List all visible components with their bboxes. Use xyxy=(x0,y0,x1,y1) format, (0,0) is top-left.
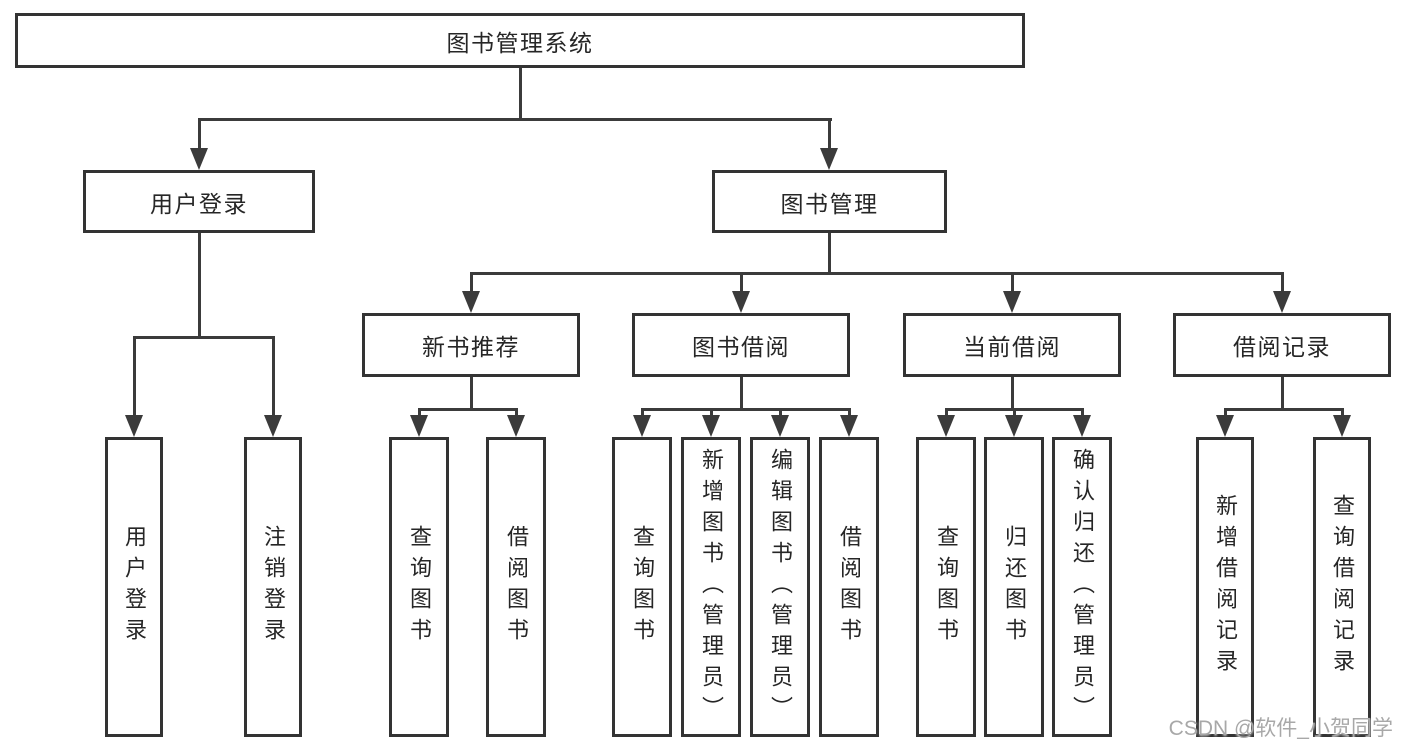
connector-line xyxy=(1223,408,1227,417)
node-user-login: 用户登录 xyxy=(105,437,163,737)
node-label: 借阅图书 xyxy=(504,525,529,649)
connector-line xyxy=(518,68,522,120)
node-bb-edit-book: 编辑图书（管理员） xyxy=(750,437,810,737)
node-label: 新增图书（管理员） xyxy=(699,447,724,727)
node-label: 用户登录 xyxy=(150,190,248,217)
connector-line xyxy=(1010,272,1014,293)
node-label: 图书借阅 xyxy=(692,334,790,360)
connector-line xyxy=(469,377,473,410)
node-label: 查询借阅记录 xyxy=(1330,494,1355,680)
connector-line xyxy=(417,408,421,417)
arrow-down-icon xyxy=(1005,415,1023,437)
watermark: CSDN @软件_小贺同学 xyxy=(1168,717,1393,740)
connector-line xyxy=(132,336,136,417)
connector-line xyxy=(132,336,275,339)
node-label: 查询图书 xyxy=(934,525,959,649)
arrow-down-icon xyxy=(410,415,428,437)
node-label: 当前借阅 xyxy=(963,334,1061,360)
arrow-down-icon xyxy=(462,291,480,313)
connector-line xyxy=(827,118,831,150)
connector-line xyxy=(1280,377,1284,410)
connector-line xyxy=(847,408,851,417)
node-br-add-record: 新增借阅记录 xyxy=(1196,437,1254,737)
connector-line xyxy=(197,118,201,150)
node-book-borrow: 图书借阅 xyxy=(632,313,850,377)
node-borrow-records: 借阅记录 xyxy=(1173,313,1391,377)
connector-line xyxy=(739,377,743,410)
arrow-down-icon xyxy=(1003,291,1021,313)
arrow-down-icon xyxy=(264,415,282,437)
connector-line xyxy=(1010,377,1014,410)
node-book-management: 图书管理 xyxy=(712,170,947,233)
node-user-login-branch: 用户登录 xyxy=(83,170,315,233)
node-logout: 注销登录 xyxy=(244,437,302,737)
node-cb-query-book: 查询图书 xyxy=(916,437,976,737)
arrow-down-icon xyxy=(702,415,720,437)
node-label: 新书推荐 xyxy=(422,334,520,360)
connector-line xyxy=(739,272,743,293)
node-label: 图书管理 xyxy=(780,190,879,217)
connector-line xyxy=(827,233,831,274)
node-label: 借阅图书 xyxy=(837,525,862,649)
arrow-down-icon xyxy=(937,415,955,437)
connector-line xyxy=(1080,408,1084,417)
arrow-down-icon xyxy=(1216,415,1234,437)
arrow-down-icon xyxy=(507,415,525,437)
arrow-down-icon xyxy=(1073,415,1091,437)
node-label: 归还图书 xyxy=(1002,525,1027,649)
node-label: 编辑图书（管理员） xyxy=(768,447,793,727)
arrow-down-icon xyxy=(820,148,838,170)
connector-line xyxy=(1012,408,1016,417)
arrow-down-icon xyxy=(771,415,789,437)
connector-line xyxy=(640,408,851,411)
node-label: 查询图书 xyxy=(630,525,655,649)
connector-line xyxy=(514,408,518,417)
node-bb-query-book: 查询图书 xyxy=(612,437,672,737)
connector-line xyxy=(197,233,201,338)
node-current-borrow: 当前借阅 xyxy=(903,313,1121,377)
connector-line xyxy=(1340,408,1344,417)
arrow-down-icon xyxy=(190,148,208,170)
connector-line xyxy=(1280,272,1284,293)
node-new-book-recommend: 新书推荐 xyxy=(362,313,580,377)
connector-line xyxy=(417,408,518,411)
connector-line xyxy=(469,272,1284,275)
arrow-down-icon xyxy=(125,415,143,437)
node-br-query-record: 查询借阅记录 xyxy=(1313,437,1371,737)
arrow-down-icon xyxy=(840,415,858,437)
connector-line xyxy=(944,408,948,417)
connector-line xyxy=(640,408,644,417)
arrow-down-icon xyxy=(1273,291,1291,313)
arrow-down-icon xyxy=(633,415,651,437)
node-label: 查询图书 xyxy=(407,525,432,649)
arrow-down-icon xyxy=(732,291,750,313)
node-label: 借阅记录 xyxy=(1233,334,1331,360)
node-label: 用户登录 xyxy=(122,525,147,649)
connector-line xyxy=(469,272,473,293)
connector-line xyxy=(709,408,713,417)
node-bb-add-book: 新增图书（管理员） xyxy=(681,437,741,737)
connector-line xyxy=(197,118,832,121)
node-cb-return-book: 归还图书 xyxy=(984,437,1044,737)
node-label: 注销登录 xyxy=(261,525,286,649)
node-cb-confirm-return: 确认归还（管理员） xyxy=(1052,437,1112,737)
arrow-down-icon xyxy=(1333,415,1351,437)
node-label: 图书管理系统 xyxy=(446,29,594,56)
node-nbr-query-book: 查询图书 xyxy=(389,437,449,737)
node-bb-borrow-book: 借阅图书 xyxy=(819,437,879,737)
connector-line xyxy=(778,408,782,417)
node-label: 新增借阅记录 xyxy=(1213,494,1238,680)
node-nbr-borrow-book: 借阅图书 xyxy=(486,437,546,737)
connector-line xyxy=(271,336,275,417)
node-root: 图书管理系统 xyxy=(15,13,1025,68)
node-label: 确认归还（管理员） xyxy=(1070,447,1095,727)
connector-line xyxy=(1223,408,1344,411)
